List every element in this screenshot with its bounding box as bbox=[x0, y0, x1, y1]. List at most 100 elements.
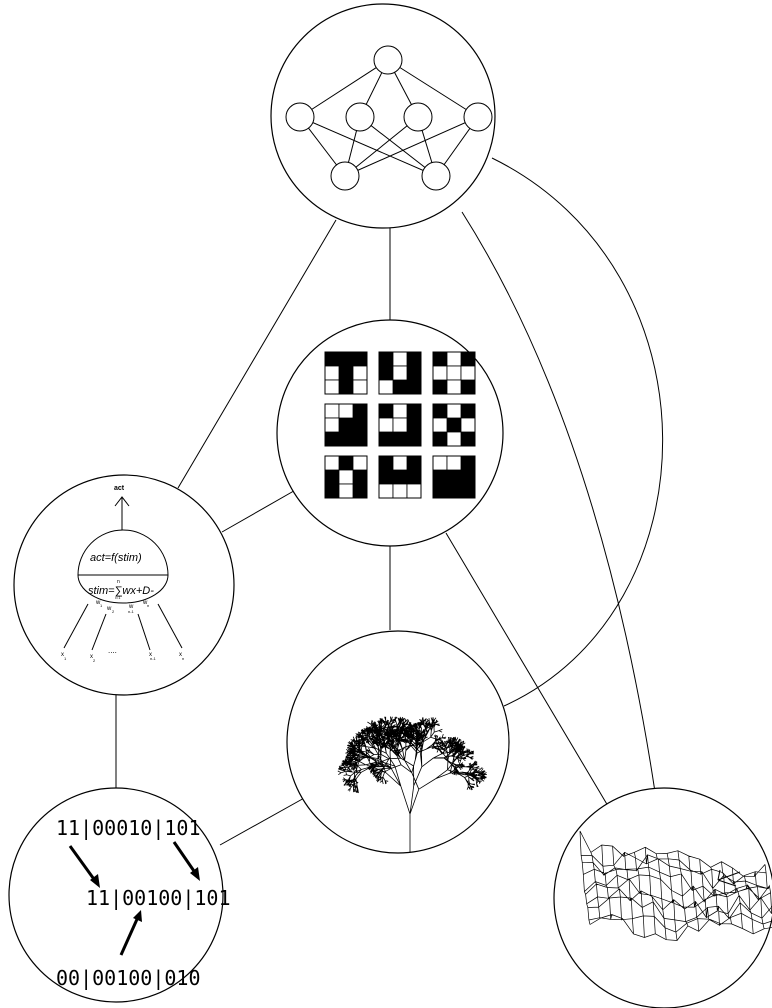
pattern-pixel-on bbox=[407, 352, 421, 366]
pattern-pixel-on bbox=[433, 484, 447, 498]
pattern-pixel-on bbox=[447, 418, 461, 432]
pattern-pixel-off bbox=[393, 456, 407, 470]
pattern-pixel-off bbox=[325, 456, 339, 470]
pattern-pixel-on bbox=[447, 470, 461, 484]
pattern-pixel-off bbox=[447, 380, 461, 394]
pattern-cell-grid bbox=[379, 352, 421, 394]
pattern-pixel-on bbox=[339, 418, 353, 432]
pattern-pixel-off bbox=[339, 470, 353, 484]
pattern-pixel-on bbox=[339, 432, 353, 446]
pattern-pixel-off bbox=[325, 380, 339, 394]
tree-node bbox=[287, 631, 509, 853]
pattern-pixel-on bbox=[461, 470, 475, 484]
pattern-pixel-on bbox=[325, 484, 339, 498]
pattern-pixel-on bbox=[379, 404, 393, 418]
pattern-pixel-off bbox=[325, 366, 339, 380]
input-ellipsis: .... bbox=[108, 646, 117, 655]
pattern-pixel-on bbox=[325, 470, 339, 484]
pattern-pixel-on bbox=[353, 432, 367, 446]
pattern-pixel-off bbox=[393, 418, 407, 432]
pattern-pixel-on bbox=[353, 352, 367, 366]
pattern-pixel-on bbox=[407, 418, 421, 432]
pattern-pixel-on bbox=[339, 456, 353, 470]
sum-upper-limit: n bbox=[117, 579, 120, 585]
pattern-pixel-off bbox=[353, 366, 367, 380]
patterns-node bbox=[277, 320, 503, 546]
pattern-pixel-off bbox=[339, 404, 353, 418]
pattern-pixel-off bbox=[447, 404, 461, 418]
edge-network-to-tree bbox=[492, 158, 663, 706]
pattern-pixel-on bbox=[461, 484, 475, 498]
pattern-pixel-on bbox=[433, 380, 447, 394]
pattern-pixel-off bbox=[433, 418, 447, 432]
pattern-pixel-off bbox=[325, 404, 339, 418]
pattern-pixel-off bbox=[393, 404, 407, 418]
pattern-pixel-on bbox=[407, 432, 421, 446]
pattern-pixel-on bbox=[379, 432, 393, 446]
pattern-cell-grid bbox=[379, 404, 421, 446]
network-node bbox=[271, 4, 495, 228]
pattern-pixel-off bbox=[393, 352, 407, 366]
pattern-grid bbox=[325, 352, 475, 498]
pattern-pixel-off bbox=[379, 418, 393, 432]
pattern-pixel-on bbox=[393, 470, 407, 484]
pattern-pixel-on bbox=[339, 380, 353, 394]
pattern-pixel-on bbox=[339, 352, 353, 366]
pattern-pixel-on bbox=[407, 366, 421, 380]
pattern-pixel-on bbox=[393, 432, 407, 446]
pattern-pixel-off bbox=[393, 366, 407, 380]
pattern-pixel-on bbox=[461, 456, 475, 470]
edge-tree-to-crossover bbox=[220, 797, 306, 845]
pattern-pixel-off bbox=[447, 366, 461, 380]
sum-lower-limit: i=1 bbox=[115, 595, 121, 600]
pattern-pixel-on bbox=[461, 404, 475, 418]
pattern-cell-grid bbox=[433, 404, 475, 446]
pattern-pixel-off bbox=[447, 432, 461, 446]
pattern-cell-grid bbox=[325, 404, 367, 446]
pattern-cell-grid bbox=[325, 352, 367, 394]
pattern-pixel-on bbox=[353, 484, 367, 498]
pattern-pixel-on bbox=[379, 352, 393, 366]
pattern-pixel-on bbox=[339, 366, 353, 380]
pattern-pixel-on bbox=[325, 432, 339, 446]
pattern-pixel-off bbox=[447, 352, 461, 366]
pattern-pixel-on bbox=[407, 456, 421, 470]
input-xn-sub: n bbox=[182, 656, 184, 661]
pattern-pixel-off bbox=[353, 456, 367, 470]
weight-n-1-sub: n-1 bbox=[128, 609, 135, 614]
pattern-pixel-off bbox=[447, 456, 461, 470]
pattern-pixel-off bbox=[339, 484, 353, 498]
pattern-pixel-off bbox=[407, 484, 421, 498]
pattern-pixel-on bbox=[325, 352, 339, 366]
pattern-pixel-on bbox=[353, 418, 367, 432]
pattern-pixel-on bbox=[393, 380, 407, 394]
pattern-pixel-off bbox=[393, 484, 407, 498]
pattern-pixel-on bbox=[447, 484, 461, 498]
pattern-pixel-off bbox=[461, 366, 475, 380]
pattern-pixel-on bbox=[353, 404, 367, 418]
pattern-pixel-on bbox=[461, 380, 475, 394]
pattern-pixel-on bbox=[407, 380, 421, 394]
pattern-pixel-on bbox=[407, 470, 421, 484]
activation-equation: act=f(stim) bbox=[90, 552, 142, 564]
neuron-node: act act=f(stim) stim=∑wx+D- n i=1 w 1 w … bbox=[14, 475, 234, 695]
pattern-pixel-off bbox=[379, 484, 393, 498]
pattern-cell-grid bbox=[379, 456, 421, 498]
pattern-pixel-on bbox=[433, 404, 447, 418]
pattern-cell-grid bbox=[433, 456, 475, 498]
pattern-pixel-off bbox=[325, 418, 339, 432]
pattern-pixel-on bbox=[461, 352, 475, 366]
pattern-pixel-off bbox=[461, 418, 475, 432]
neuron-output-label: act bbox=[114, 485, 125, 492]
parent-a-bits: 11|00010|101 bbox=[56, 816, 201, 840]
pattern-pixel-on bbox=[379, 366, 393, 380]
pattern-pixel-on bbox=[433, 432, 447, 446]
pattern-pixel-on bbox=[353, 470, 367, 484]
pattern-cell-grid bbox=[325, 456, 367, 498]
pattern-pixel-off bbox=[353, 380, 367, 394]
pattern-pixel-on bbox=[407, 404, 421, 418]
pattern-pixel-on bbox=[379, 456, 393, 470]
parent-b-bits-line: 00|00100|010 bbox=[56, 966, 201, 990]
pattern-pixel-on bbox=[461, 432, 475, 446]
